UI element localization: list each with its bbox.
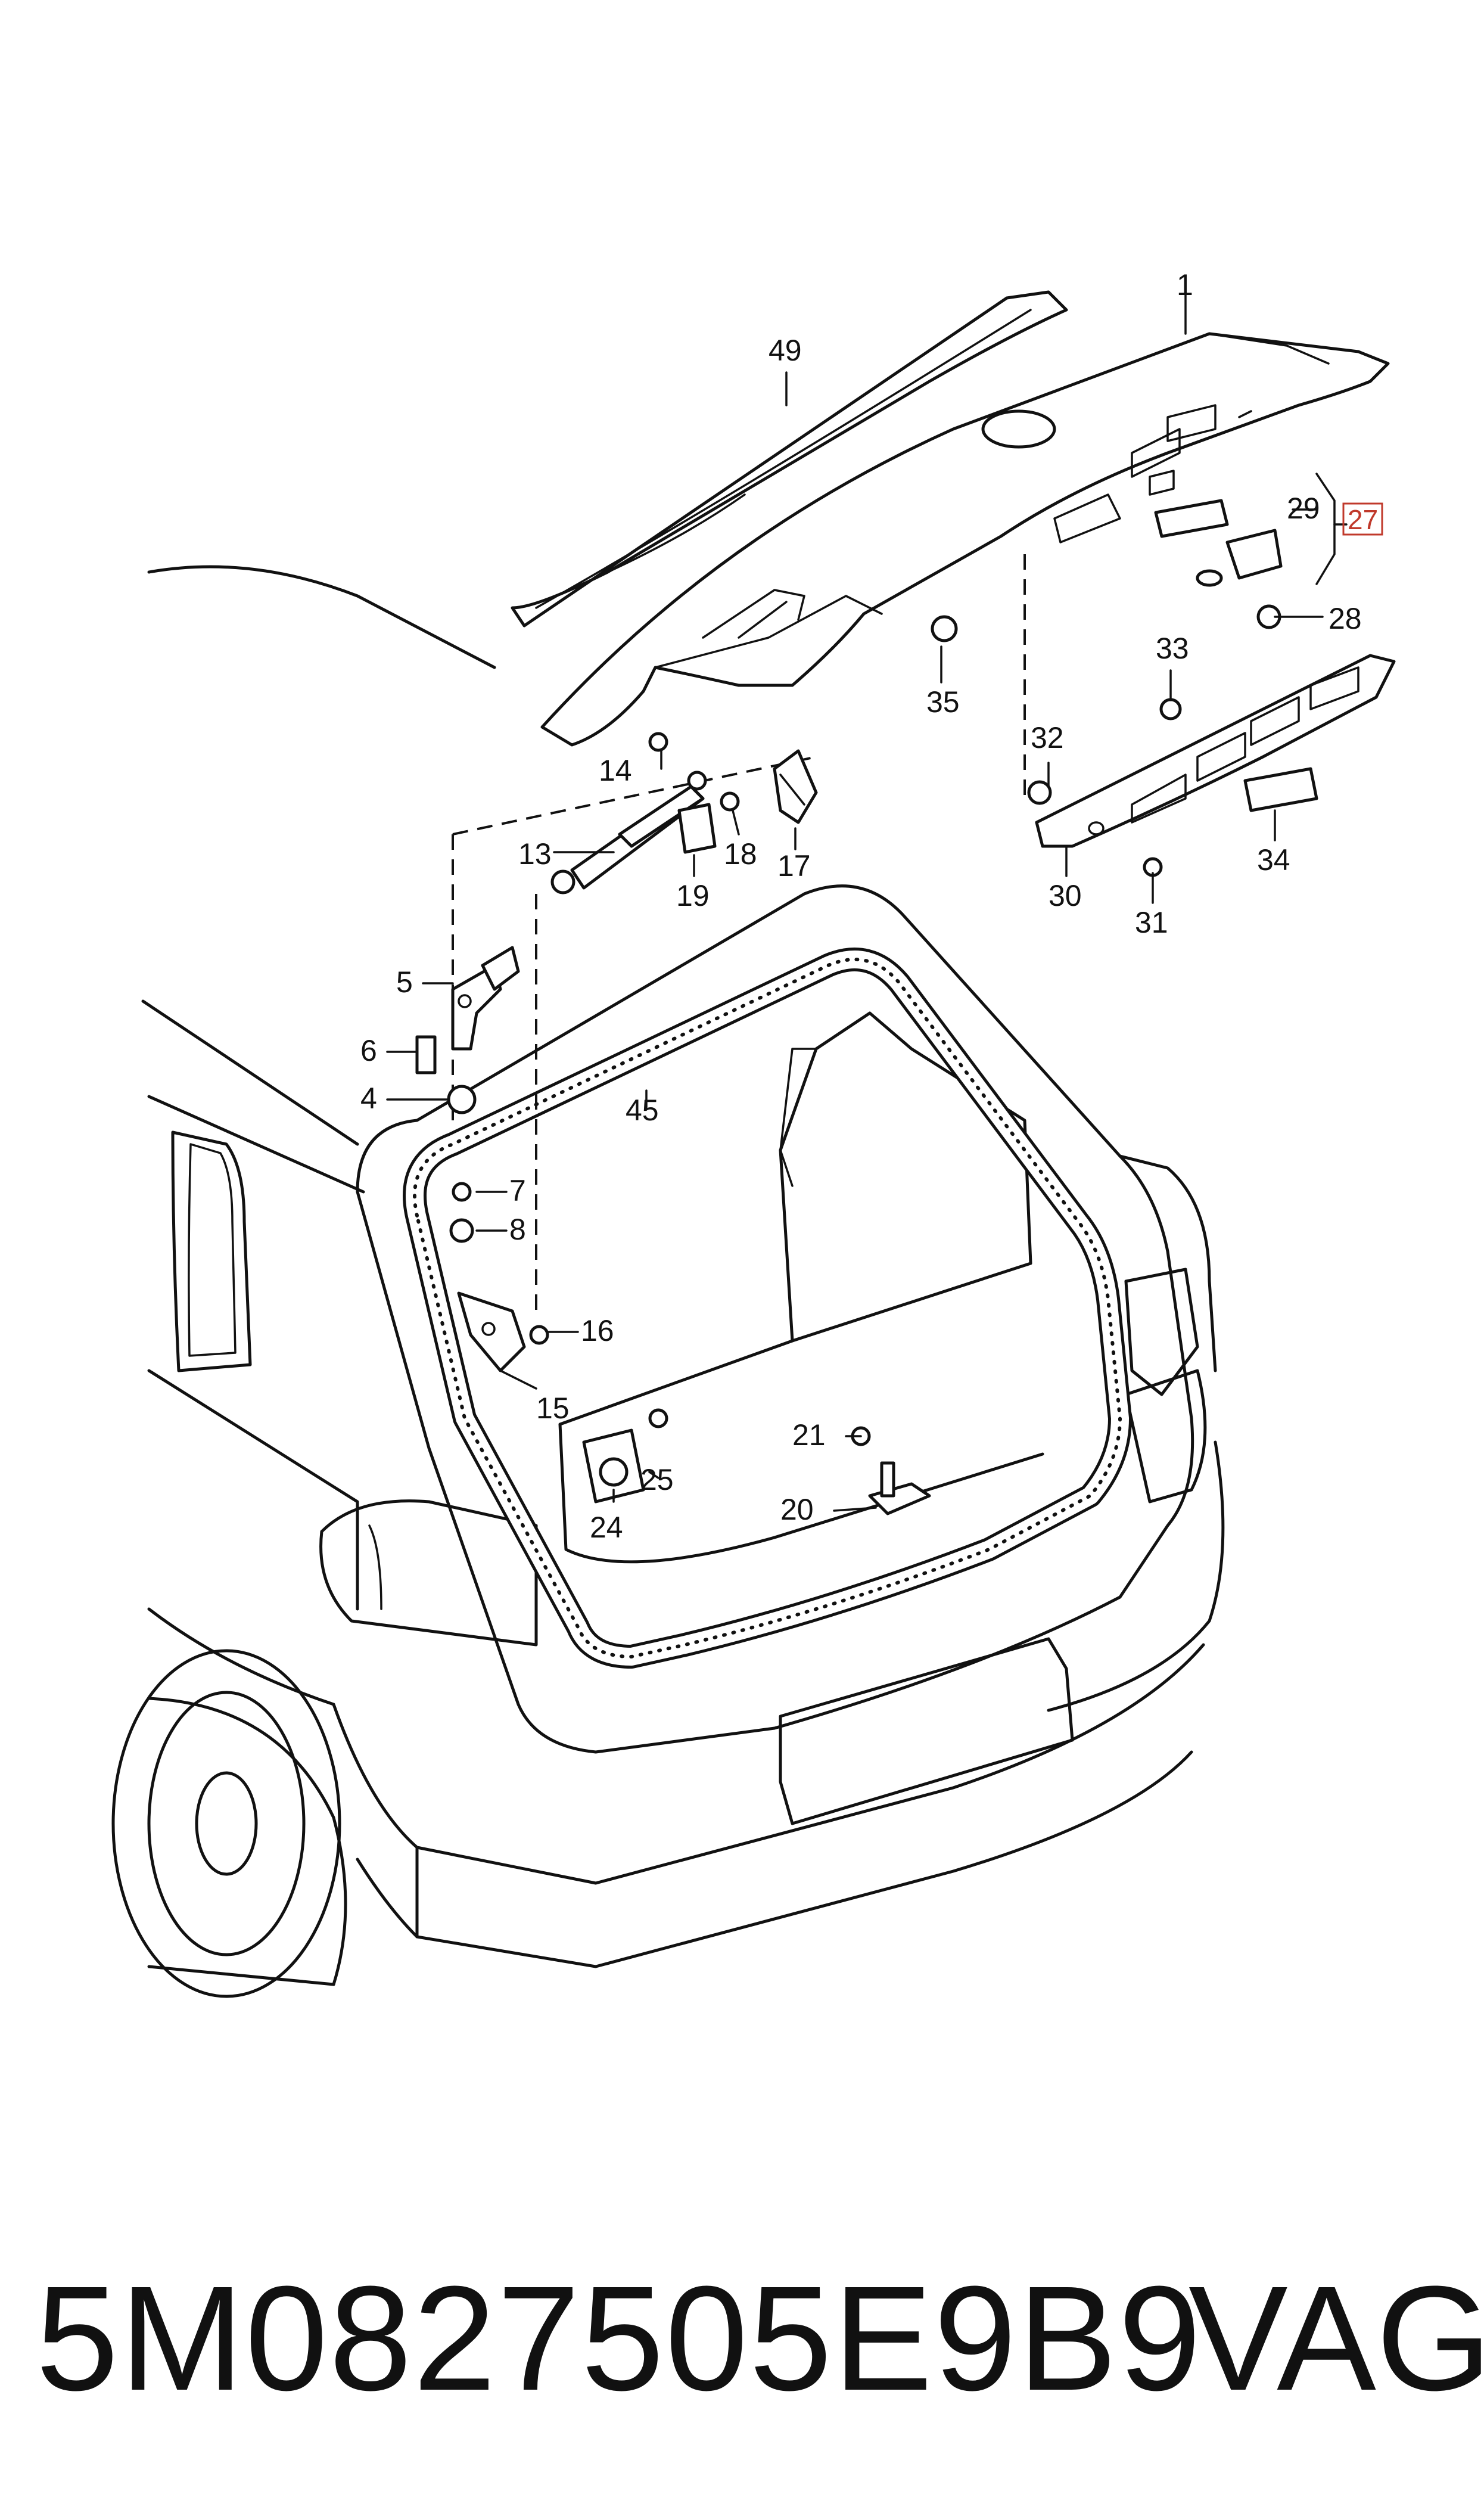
callout-27-box	[1342, 502, 1383, 536]
callout-31: 31	[1135, 906, 1168, 939]
tailgate-seal	[403, 948, 1132, 1669]
callout-45: 45	[626, 1094, 659, 1127]
callout-17: 17	[777, 849, 811, 883]
tailgate-trim-panel	[1035, 654, 1396, 848]
callout-33: 33	[1156, 632, 1189, 665]
hinge-assembly	[415, 946, 520, 1074]
striker-20	[868, 1461, 931, 1515]
buffer-17	[773, 749, 818, 824]
callout-34: 34	[1257, 843, 1290, 877]
brand-caption: VAG	[1189, 2255, 1484, 2421]
callout-24: 24	[590, 1511, 623, 1544]
callout-7: 7	[509, 1174, 526, 1207]
callout-49: 49	[769, 334, 802, 367]
strut-bracket	[457, 1291, 526, 1372]
fasteners	[447, 604, 1281, 1446]
callout-20: 20	[780, 1493, 814, 1526]
callout-labels: 1 49 29 27 28 35 33 32 30 31 34 14 17 18…	[360, 268, 1383, 1544]
tailgate-panel	[540, 332, 1390, 747]
callout-4: 4	[360, 1082, 377, 1115]
switch-29	[1154, 499, 1229, 538]
callout-21: 21	[792, 1418, 826, 1452]
rear-spoiler	[511, 290, 1068, 628]
callout-6: 6	[360, 1034, 377, 1067]
callout-25: 25	[640, 1463, 674, 1496]
assembly-leader-lines	[452, 554, 1026, 1311]
callout-14: 14	[599, 754, 632, 787]
gas-strut	[550, 771, 707, 894]
callout-18: 18	[724, 837, 757, 871]
callout-35: 35	[926, 685, 960, 719]
callout-8: 8	[509, 1213, 526, 1246]
callout-30: 30	[1049, 879, 1082, 912]
callout-29: 29	[1287, 492, 1320, 525]
callout-1: 1	[1177, 268, 1193, 302]
handle-34	[1243, 767, 1318, 812]
callout-28: 28	[1329, 602, 1362, 635]
callout-16: 16	[581, 1314, 614, 1347]
callout-15: 15	[536, 1391, 570, 1425]
lock-27	[1196, 529, 1283, 587]
car-body	[111, 565, 1225, 1998]
part-number-caption: 5M0827505E9B9	[36, 2255, 1203, 2421]
clip-19	[677, 803, 717, 854]
callout-19: 19	[676, 879, 710, 912]
callout-leaders	[386, 288, 1348, 1512]
callout-5: 5	[396, 965, 413, 999]
callout-27: 27	[1348, 504, 1378, 535]
lock-striker-24	[582, 1428, 645, 1504]
callout-32: 32	[1031, 721, 1064, 754]
callout-13: 13	[518, 837, 552, 871]
